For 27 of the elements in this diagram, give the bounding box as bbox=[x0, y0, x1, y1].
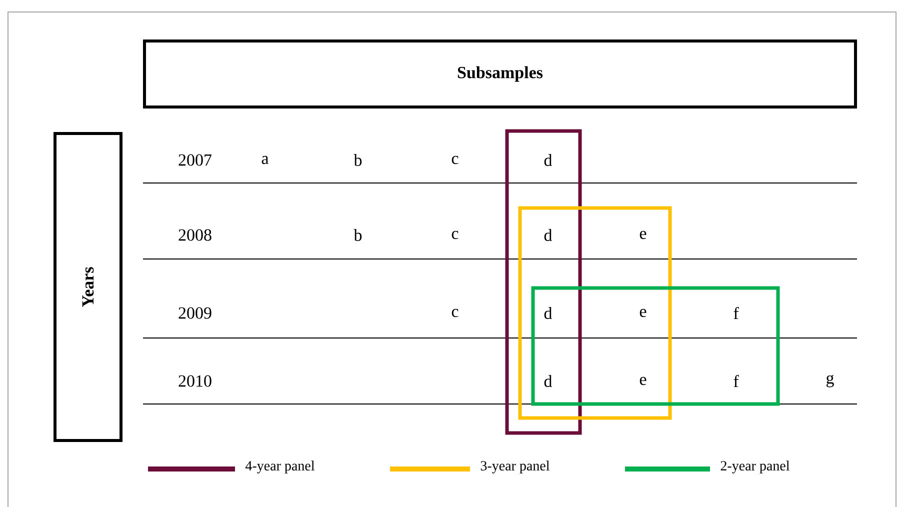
box-heading: Years bbox=[82, 267, 94, 307]
year-label: 2009 bbox=[178, 307, 212, 319]
cell-letter: a bbox=[262, 156, 269, 164]
legend-label: 2-year panel bbox=[720, 460, 790, 474]
year-label: 2008 bbox=[178, 229, 212, 241]
cell-letter: d bbox=[544, 154, 552, 166]
year-label: 2007 bbox=[178, 154, 212, 166]
cell-letter: e bbox=[640, 376, 646, 386]
box-heading: Subsamples bbox=[458, 66, 543, 82]
cell-letter: f bbox=[734, 375, 739, 387]
cell-letter: b bbox=[354, 229, 362, 241]
cell-letter: d bbox=[544, 229, 552, 241]
year-label: 2010 bbox=[178, 375, 212, 387]
cell-letter: c bbox=[452, 230, 458, 240]
title-box bbox=[143, 40, 857, 108]
cell-letter: e bbox=[640, 230, 646, 240]
cell-letter: d bbox=[544, 307, 552, 319]
cell-letter: f bbox=[734, 307, 739, 319]
cell-letter: e bbox=[640, 308, 646, 318]
cell-letter: c bbox=[452, 156, 458, 164]
cell-letter: g bbox=[826, 374, 834, 388]
legend-label: 3-year panel bbox=[480, 460, 550, 474]
legend-label: 4-year panel bbox=[245, 460, 314, 474]
cell-letter: d bbox=[544, 375, 552, 387]
cell-letter: b bbox=[354, 154, 362, 166]
label-box bbox=[54, 132, 122, 442]
cell-letter: c bbox=[452, 308, 458, 318]
